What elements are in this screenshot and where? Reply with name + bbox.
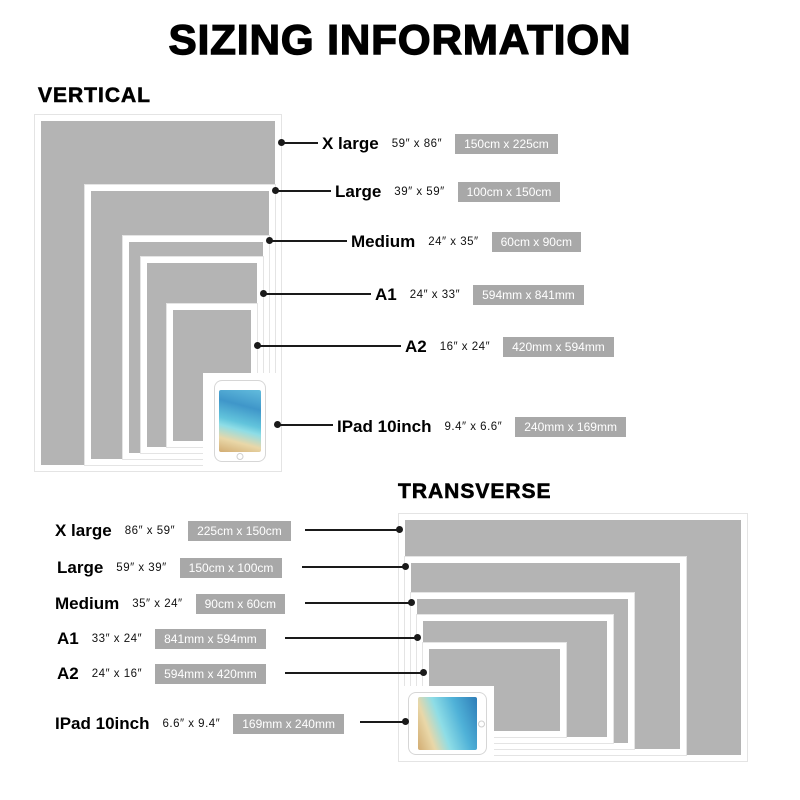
leader-line bbox=[269, 240, 347, 242]
size-row-ipad-vertical: IPad 10inch 9.4″ x 6.6″ 240mm x 169mm bbox=[337, 417, 626, 437]
size-metric-badge: 225cm x 150cm bbox=[188, 521, 291, 541]
size-name: A2 bbox=[405, 337, 427, 356]
leader-dot bbox=[260, 290, 267, 297]
page-title: SIZING INFORMATION bbox=[168, 15, 632, 63]
size-name: Large bbox=[335, 182, 382, 201]
leader-dot bbox=[408, 599, 415, 606]
size-metric-badge: 90cm x 60cm bbox=[195, 594, 285, 614]
leader-dot bbox=[254, 342, 261, 349]
leader-dot bbox=[278, 139, 285, 146]
size-inches: 59″ x 86″ bbox=[391, 138, 443, 150]
size-inches: 24″ x 16″ bbox=[91, 668, 143, 680]
size-name: A1 bbox=[57, 629, 79, 648]
size-row-a1-transverse: A1 33″ x 24″ 841mm x 594mm bbox=[57, 629, 266, 649]
size-metric-badge: 150cm x 100cm bbox=[179, 558, 283, 578]
leader-line bbox=[360, 721, 406, 723]
leader-line bbox=[277, 424, 333, 426]
size-inches: 6.6″ x 9.4″ bbox=[162, 718, 221, 730]
leader-line bbox=[257, 345, 401, 347]
size-row-xlarge-vertical: X large 59″ x 86″ 150cm x 225cm bbox=[322, 134, 558, 154]
transverse-heading: TRANSVERSE bbox=[398, 480, 552, 504]
size-name: X large bbox=[55, 521, 112, 540]
size-inches: 16″ x 24″ bbox=[439, 341, 491, 353]
size-name: Large bbox=[57, 558, 104, 577]
size-metric-badge: 60cm x 90cm bbox=[491, 232, 581, 252]
size-row-large-vertical: Large 39″ x 59″ 100cm x 150cm bbox=[335, 182, 561, 202]
size-metric-badge: 594mm x 841mm bbox=[473, 285, 584, 305]
leader-dot bbox=[402, 718, 409, 725]
leader-line bbox=[305, 529, 400, 531]
leader-dot bbox=[274, 421, 281, 428]
vertical-heading: VERTICAL bbox=[38, 84, 151, 108]
size-metric-badge: 841mm x 594mm bbox=[155, 629, 266, 649]
size-name: Medium bbox=[351, 232, 416, 251]
size-name: X large bbox=[322, 134, 379, 153]
leader-line bbox=[285, 672, 424, 674]
ipad-photo-vertical bbox=[215, 381, 265, 461]
size-inches: 35″ x 24″ bbox=[132, 598, 183, 610]
size-metric-badge: 420mm x 594mm bbox=[503, 337, 614, 357]
size-row-medium-vertical: Medium 24″ x 35″ 60cm x 90cm bbox=[351, 232, 581, 252]
size-name: IPad 10inch bbox=[337, 417, 432, 436]
size-name: A1 bbox=[375, 285, 397, 304]
leader-dot bbox=[402, 563, 409, 570]
leader-dot bbox=[272, 187, 279, 194]
size-metric-badge: 169mm x 240mm bbox=[233, 714, 344, 734]
size-row-a2-vertical: A2 16″ x 24″ 420mm x 594mm bbox=[405, 337, 614, 357]
size-inches: 33″ x 24″ bbox=[91, 633, 143, 645]
size-name: Medium bbox=[55, 594, 120, 613]
leader-line bbox=[281, 142, 318, 144]
size-inches: 9.4″ x 6.6″ bbox=[444, 421, 503, 433]
size-metric-badge: 150cm x 225cm bbox=[455, 134, 558, 154]
leader-line bbox=[302, 566, 406, 568]
size-row-a1-vertical: A1 24″ x 33″ 594mm x 841mm bbox=[375, 285, 584, 305]
size-row-a2-transverse: A2 24″ x 16″ 594mm x 420mm bbox=[57, 664, 266, 684]
leader-line bbox=[275, 190, 331, 192]
size-inches: 24″ x 35″ bbox=[428, 236, 479, 248]
leader-line bbox=[285, 637, 418, 639]
leader-line bbox=[305, 602, 412, 604]
size-row-medium-transverse: Medium 35″ x 24″ 90cm x 60cm bbox=[55, 594, 285, 614]
ipad-screen-beach-image bbox=[219, 390, 261, 452]
ipad-screen-beach-image bbox=[418, 697, 477, 750]
size-inches: 39″ x 59″ bbox=[394, 186, 445, 198]
size-name: A2 bbox=[57, 664, 79, 683]
size-metric-badge: 594mm x 420mm bbox=[155, 664, 266, 684]
size-inches: 24″ x 33″ bbox=[409, 289, 461, 301]
leader-dot bbox=[266, 237, 273, 244]
size-row-xlarge-transverse: X large 86″ x 59″ 225cm x 150cm bbox=[55, 521, 291, 541]
leader-dot bbox=[396, 526, 403, 533]
leader-line bbox=[263, 293, 371, 295]
size-metric-badge: 240mm x 169mm bbox=[515, 417, 626, 437]
size-metric-badge: 100cm x 150cm bbox=[457, 182, 561, 202]
size-name: IPad 10inch bbox=[55, 714, 150, 733]
size-row-ipad-transverse: IPad 10inch 6.6″ x 9.4″ 169mm x 240mm bbox=[55, 714, 344, 734]
size-inches: 86″ x 59″ bbox=[124, 525, 176, 537]
leader-dot bbox=[414, 634, 421, 641]
ipad-photo-transverse bbox=[409, 693, 486, 754]
leader-dot bbox=[420, 669, 427, 676]
size-inches: 59″ x 39″ bbox=[116, 562, 167, 574]
size-row-large-transverse: Large 59″ x 39″ 150cm x 100cm bbox=[57, 558, 283, 578]
